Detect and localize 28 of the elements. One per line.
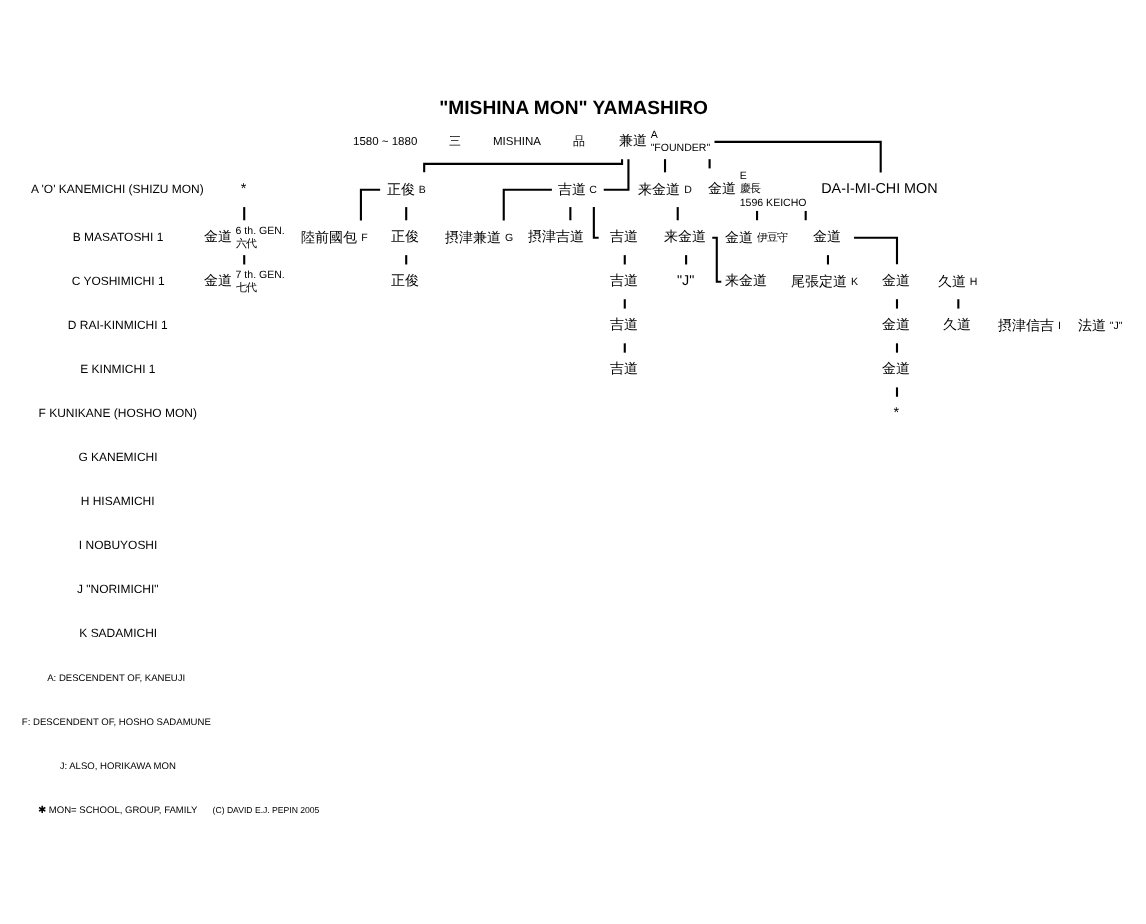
connector [895,387,899,397]
connector [895,299,899,309]
connector [405,255,408,265]
connector [405,207,408,221]
connector [712,236,722,283]
connector [957,299,960,309]
connector [854,236,899,265]
connector [359,188,381,221]
connector [804,210,807,221]
connector [826,255,830,265]
connector [895,343,899,353]
connector [623,343,626,353]
connector [603,159,630,191]
connector [623,255,626,265]
diagram-title: "MISHINA MON" YAMASHIRO [439,98,708,121]
connector [714,140,882,173]
connector [592,207,599,239]
connector [676,207,679,221]
connector [423,159,624,173]
connector [243,207,246,221]
connector [708,159,711,169]
connector [569,207,572,221]
connector [685,255,688,265]
connector [663,159,667,173]
connector [756,210,759,221]
connector [623,299,626,309]
connector [243,255,246,265]
connector [502,188,552,221]
